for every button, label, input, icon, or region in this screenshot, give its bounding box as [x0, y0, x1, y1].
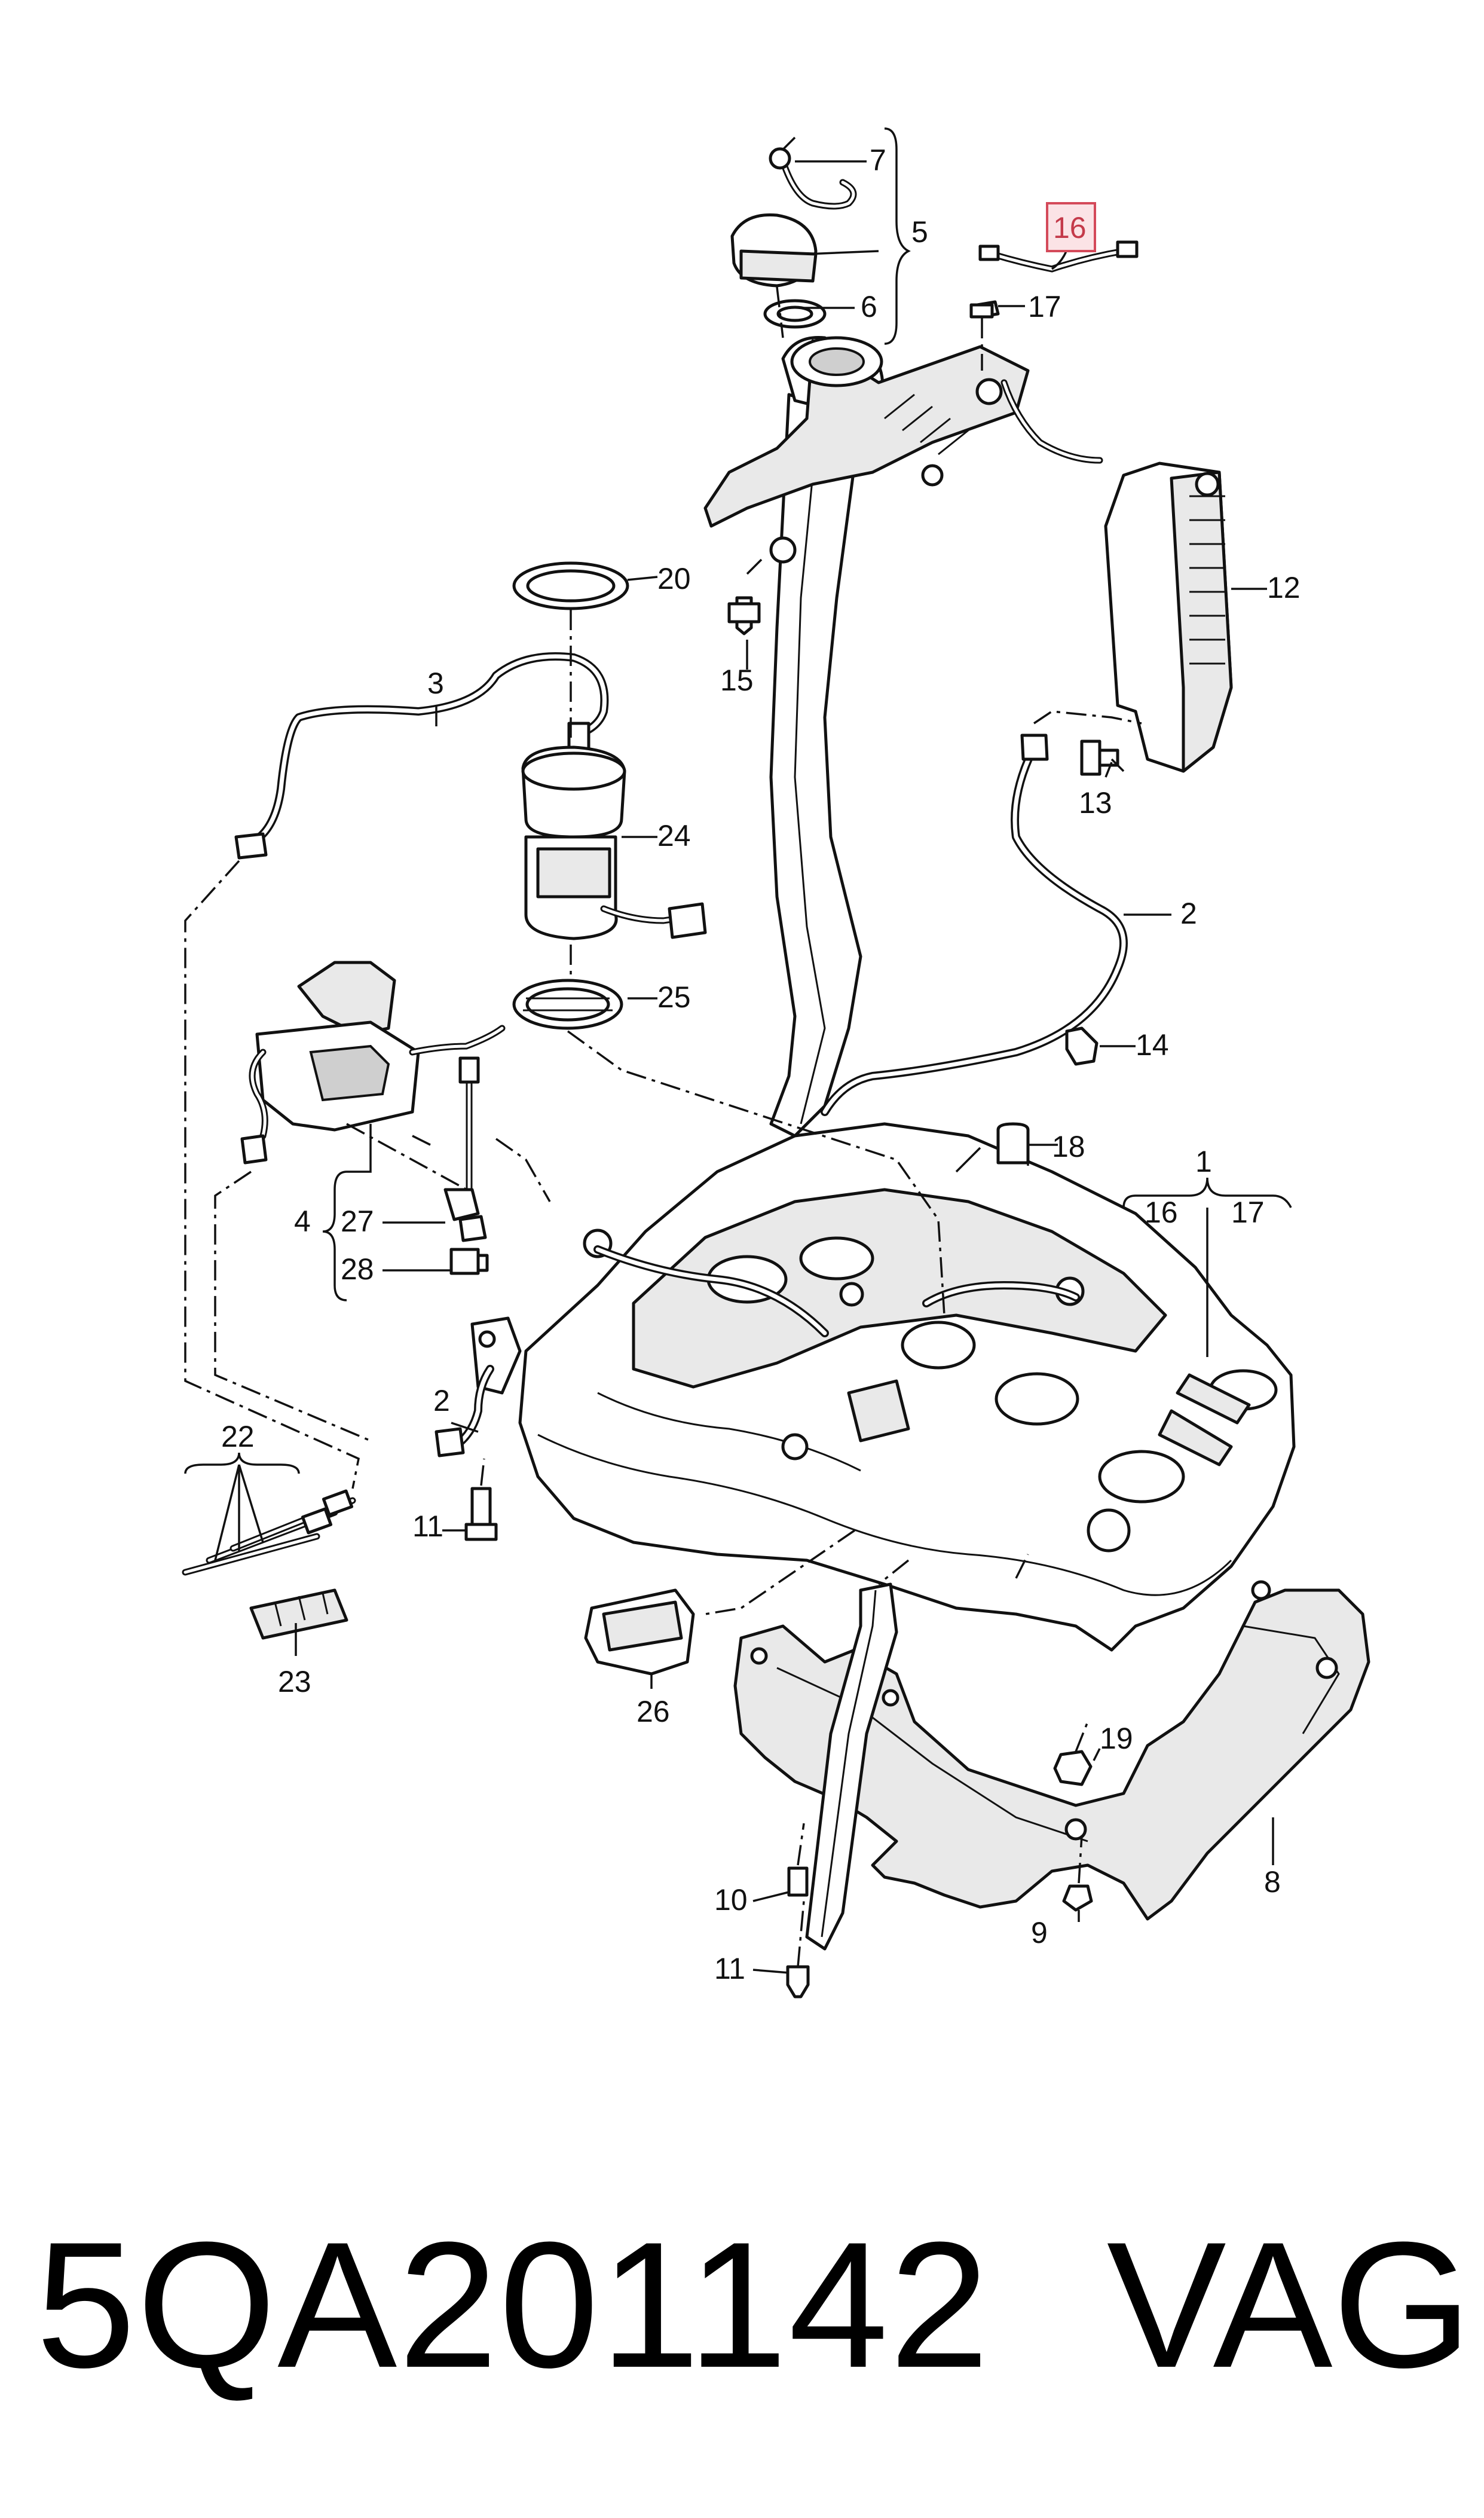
- callout-12: 12: [1267, 571, 1301, 604]
- callout-11-lower: 11: [714, 1952, 745, 1985]
- callout-26: 26: [637, 1695, 670, 1728]
- callout-3: 3: [427, 667, 444, 700]
- control-unit: [240, 961, 506, 1272]
- callout-28: 28: [341, 1252, 374, 1286]
- callout-10: 10: [714, 1883, 748, 1917]
- fuel-pump-module: [512, 561, 707, 1030]
- connector-26: [584, 1588, 695, 1676]
- callout-15: 15: [720, 664, 754, 697]
- callout-20: 20: [657, 562, 691, 595]
- part-number: 5QA201142: [36, 2204, 991, 2405]
- filler-neck: [703, 335, 1103, 1138]
- callout-19: 19: [1100, 1722, 1133, 1755]
- tank-bracket: [733, 1580, 1370, 1951]
- callout-17: 17: [1028, 290, 1061, 323]
- callout-9: 9: [1031, 1916, 1048, 1949]
- callout-2-upper: 2: [1180, 897, 1197, 930]
- leader-lines: [184, 127, 1292, 1974]
- wiring-harness: [182, 1489, 356, 1640]
- footer: 5QA201142 VAG: [0, 2206, 1484, 2403]
- brand-name: VAG: [1106, 2204, 1472, 2405]
- callout-numbers: 1 2 2 3 4 5 6 7 8 9 10 11 11 12 13 14 15…: [221, 143, 1301, 1985]
- callout-17-sub: 17: [1231, 1196, 1265, 1229]
- fuel-cap-assembly: [730, 147, 857, 329]
- callout-18: 18: [1052, 1130, 1085, 1163]
- callout-8: 8: [1264, 1865, 1281, 1899]
- callout-22: 22: [221, 1420, 255, 1453]
- callout-1: 1: [1195, 1145, 1212, 1178]
- callout-25: 25: [657, 980, 691, 1014]
- callout-5: 5: [911, 215, 928, 249]
- fuel-lines: [234, 652, 1128, 1457]
- exploded-parts-diagram: 1 2 2 3 4 5 6 7 8 9 10 11 11 12 13 14 15…: [182, 127, 1370, 1998]
- callout-6: 6: [861, 290, 877, 323]
- callout-16-highlighted: 16: [1053, 211, 1087, 245]
- callout-11-left: 11: [412, 1509, 443, 1543]
- highlighted-part-box: [1046, 202, 1096, 252]
- callout-23: 23: [278, 1665, 311, 1698]
- callout-27: 27: [341, 1205, 374, 1238]
- fuel-tank: [470, 1122, 1296, 1652]
- callout-13: 13: [1079, 786, 1112, 820]
- fasteners: [443, 303, 1119, 1998]
- assembly-lines: [184, 136, 1142, 1967]
- callout-4: 4: [294, 1205, 311, 1238]
- callout-2-lower: 2: [433, 1384, 450, 1417]
- charcoal-canister: [1104, 462, 1233, 773]
- callout-24: 24: [657, 819, 691, 852]
- callout-16-sub: 16: [1145, 1196, 1178, 1229]
- callout-7: 7: [870, 143, 886, 177]
- callout-14: 14: [1136, 1028, 1169, 1062]
